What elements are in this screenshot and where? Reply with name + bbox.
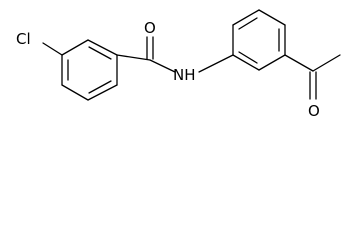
bond [61, 84, 89, 101]
bond [87, 84, 118, 101]
bond [198, 54, 234, 73]
bond [61, 39, 89, 56]
bond [232, 54, 260, 71]
atom-labels: Cl NH O O [16, 19, 320, 120]
bond [312, 54, 341, 72]
bond [258, 54, 286, 71]
bond [42, 42, 63, 56]
amide-oxygen-label: O [144, 19, 156, 37]
chlorine-atom-label: Cl [16, 30, 31, 48]
bond [232, 9, 260, 26]
bond [238, 17, 258, 30]
chemical-structure-diagram: Cl NH O O [16, 9, 341, 120]
bond-lines [42, 9, 341, 101]
bond [258, 9, 286, 26]
bond [149, 59, 176, 73]
bond [87, 39, 118, 56]
bond [284, 54, 314, 72]
amide-nitrogen-label: NH [173, 66, 196, 84]
bond [116, 54, 151, 61]
bond [238, 51, 258, 64]
bond [88, 46, 112, 60]
ketone-oxygen-label: O [308, 102, 320, 120]
bond [88, 80, 112, 94]
